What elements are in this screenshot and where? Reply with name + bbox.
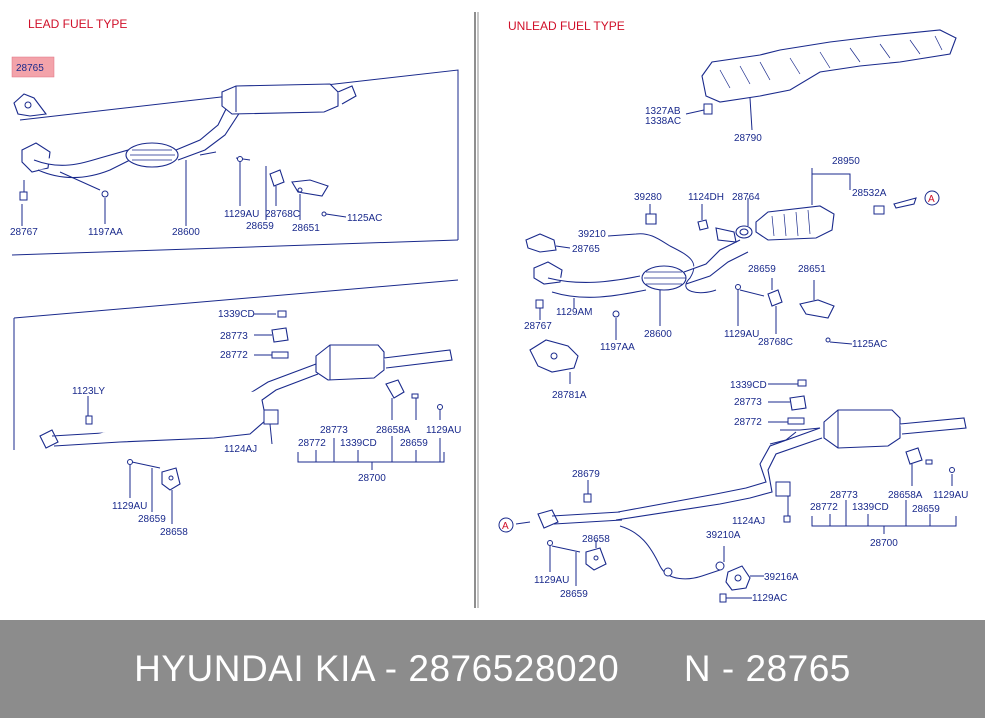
part-number-label: 1129AU	[724, 329, 759, 340]
part-number-label: 28772	[810, 502, 838, 513]
part-number-label: 1129AU	[426, 425, 461, 436]
part-number-label: 28764	[732, 192, 760, 203]
part-number-label: 28765	[572, 244, 600, 255]
part-number-label: 28651	[292, 223, 320, 234]
part-number-label: 28659	[138, 514, 166, 525]
part-number-label: 1129AM	[556, 307, 593, 318]
part-number-label: 1339CD	[852, 502, 889, 513]
part-number-label: 28651	[798, 264, 826, 275]
part-number-label: 28772	[734, 417, 762, 428]
part-number-label: 28773	[830, 490, 858, 501]
part-number-label: 28768C	[758, 337, 793, 348]
highlighted-part-label[interactable]: 28765	[16, 63, 44, 74]
part-number-label: 1129AU	[534, 575, 569, 586]
part-number-label: 28659	[560, 589, 588, 600]
part-number-label: 28600	[644, 329, 672, 340]
part-number-label: 1197AA	[88, 227, 123, 238]
part-number-label: 39210A	[706, 530, 741, 541]
part-number-label: 28658A	[888, 490, 923, 501]
connector-a-marker-2	[498, 517, 514, 533]
part-number-label: 28773	[320, 425, 348, 436]
part-number-label: 1327AB	[645, 106, 681, 117]
part-number-label: 1125AC	[852, 339, 887, 350]
part-number-label: 28658	[582, 534, 610, 545]
footer-brand-part: HYUNDAI KIA - 2876528020	[134, 648, 620, 689]
part-number-label: 1129AU	[112, 501, 147, 512]
part-number-label: 28600	[172, 227, 200, 238]
part-number-label: 1339CD	[340, 438, 377, 449]
part-number-label: 1125AC	[347, 213, 382, 224]
part-number-label: 28532A	[852, 188, 887, 199]
part-number-label: 1123LY	[72, 386, 105, 397]
unlead-section-title: UNLEAD FUEL TYPE	[508, 19, 625, 33]
part-number-label: 1129AU	[933, 490, 968, 501]
part-number-label: 39216A	[764, 572, 799, 583]
part-number-label: 28790	[734, 133, 762, 144]
part-number-label: 28773	[220, 331, 248, 342]
exhaust-parts-diagram: LEAD FUEL TYPE 28765 28767 1197AA 28600 …	[10, 12, 968, 608]
part-number-label: 1338AC	[645, 116, 681, 127]
part-number-label: 28679	[572, 469, 600, 480]
part-number-label: 1124AJ	[732, 516, 765, 527]
part-number-label: 1339CD	[730, 380, 767, 391]
part-number-footer: HYUNDAI KIA - 2876528020 N - 28765	[0, 620, 985, 718]
part-number-label: 1129AU	[224, 209, 259, 220]
part-number-label: A	[928, 194, 935, 205]
part-number-label: 1197AA	[600, 342, 635, 353]
part-number-label: 1124DH	[688, 192, 724, 203]
connector-a-marker	[924, 190, 940, 206]
part-number-label: 28659	[912, 504, 940, 515]
part-number-label: 28768C	[265, 209, 300, 220]
part-number-label: 28659	[246, 221, 274, 232]
highlight-box	[11, 56, 55, 78]
part-number-label: 28659	[400, 438, 428, 449]
part-number-label: 28772	[298, 438, 326, 449]
part-number-label: A	[502, 521, 509, 532]
part-number-label: 1124AJ	[224, 444, 257, 455]
footer-number-part: N - 28765	[683, 648, 851, 689]
part-number-label: 28773	[734, 397, 762, 408]
part-number-label: 28700	[358, 473, 386, 484]
part-number-label: 28950	[832, 156, 860, 167]
part-number-label: 39280	[634, 192, 662, 203]
part-number-label: 28700	[870, 538, 898, 549]
part-number-label: 39210	[578, 229, 606, 240]
lead-section-title: LEAD FUEL TYPE	[28, 17, 127, 31]
part-number-label: 28767	[10, 227, 38, 238]
part-number-label: 28659	[748, 264, 776, 275]
part-number-label: 28767	[524, 321, 552, 332]
part-number-label: 1129AC	[752, 593, 787, 604]
part-number-label: 28781A	[552, 390, 587, 401]
part-number-label: 28772	[220, 350, 248, 361]
part-number-label: 28658A	[376, 425, 411, 436]
part-number-label: 1339CD	[218, 309, 255, 320]
part-number-label: 28658	[160, 527, 188, 538]
